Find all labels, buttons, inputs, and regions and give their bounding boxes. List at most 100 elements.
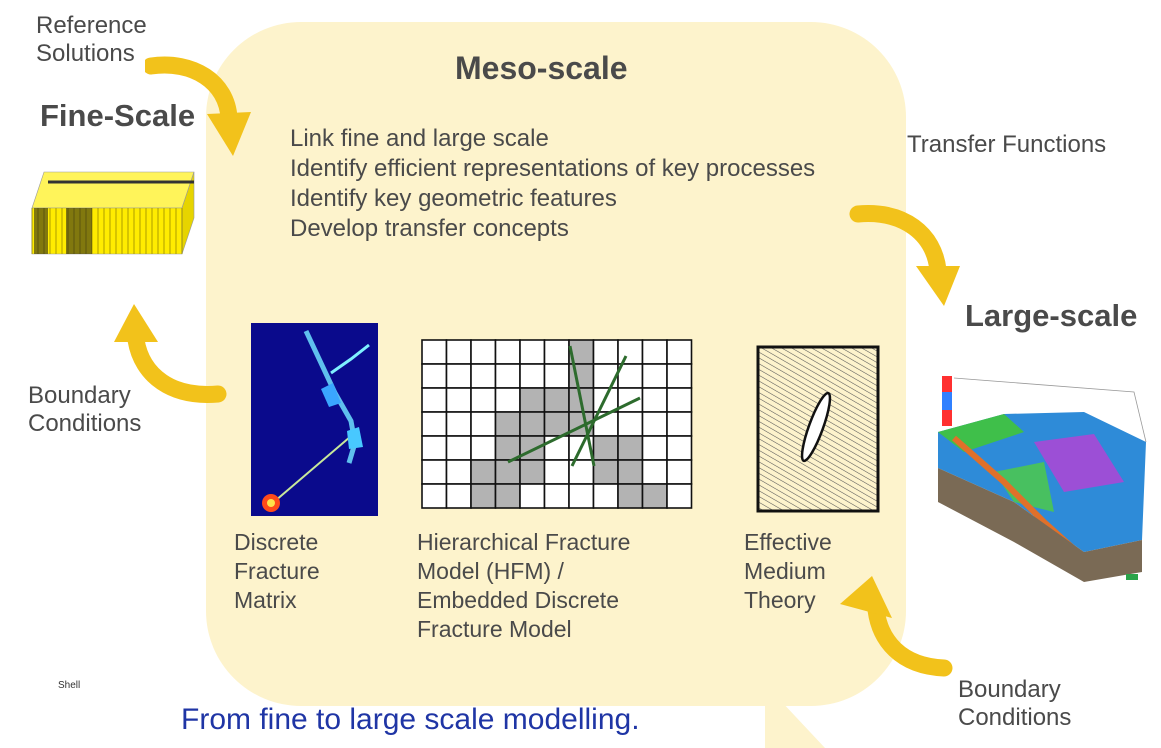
fine-scale-model-image — [31, 171, 195, 255]
fine-scale-title: Fine-Scale — [40, 98, 196, 133]
grid-cell — [470, 387, 497, 413]
transfer-functions-label: Transfer Functions — [907, 131, 1107, 158]
label-line: Boundary — [958, 676, 1061, 703]
grid-cell — [421, 411, 448, 437]
grid-cell — [641, 459, 668, 485]
grid-cell — [543, 387, 570, 413]
grid-cell — [470, 411, 497, 437]
grid-cell — [641, 411, 668, 437]
grid-cell — [617, 483, 644, 509]
reservoir-surface — [994, 462, 1054, 512]
grid-cell — [470, 363, 497, 389]
grid-cell — [445, 363, 472, 389]
fracture-line — [507, 396, 641, 464]
shell-logo-text: Shell — [58, 680, 81, 691]
method-caption-hfm: Hierarchical Fracture Model (HFM) / Embe… — [417, 528, 630, 644]
label-line: Solutions — [36, 40, 135, 67]
meso-scale-title: Meso-scale — [455, 50, 628, 86]
curved-arrow-icon — [145, 56, 251, 156]
caption-line: Fracture Model — [417, 616, 572, 642]
grid-cell — [617, 435, 644, 461]
grid-cell — [494, 411, 521, 437]
fracture-trace — [330, 343, 370, 375]
grid-cell — [568, 363, 595, 389]
grid-cell — [494, 483, 521, 509]
grid-cell — [617, 459, 644, 485]
grid-cell — [592, 339, 619, 365]
grid-cell — [494, 459, 521, 485]
meso-bullet: Link fine and large scale — [290, 125, 549, 152]
grid-cell — [641, 483, 668, 509]
color-legend — [942, 392, 952, 410]
grid-cell — [519, 339, 546, 365]
grid-cell — [666, 339, 693, 365]
grid-cell — [666, 435, 693, 461]
hfm-grid-cells — [421, 339, 693, 509]
footer-caption: From fine to large scale modelling. — [181, 703, 640, 736]
grid-cell — [421, 339, 448, 365]
fracture-line — [568, 345, 596, 467]
grid-cell — [592, 387, 619, 413]
grid-cell — [470, 459, 497, 485]
grid-cell — [421, 363, 448, 389]
grid-cell — [666, 459, 693, 485]
grid-cell — [592, 459, 619, 485]
grid-cell — [445, 459, 472, 485]
reservoir-side — [938, 468, 1142, 582]
caption-line: Medium — [744, 558, 826, 584]
grid-cell — [543, 363, 570, 389]
large-scale-model-image — [938, 376, 1147, 582]
large-scale-title: Large-scale — [965, 298, 1138, 333]
curved-arrow-icon — [114, 304, 227, 403]
grid-cell — [592, 483, 619, 509]
grid-cell — [666, 387, 693, 413]
grid-cell — [543, 459, 570, 485]
grid-cell — [592, 363, 619, 389]
grid-cell — [641, 363, 668, 389]
grid-cell — [519, 459, 546, 485]
grid-cell — [519, 483, 546, 509]
grid-cell — [494, 363, 521, 389]
grid-cell — [519, 411, 546, 437]
grid-cell — [592, 435, 619, 461]
meso-bullet: Identify key geometric features — [290, 185, 617, 212]
method-caption-dfm: Discrete Fracture Matrix — [234, 528, 320, 615]
grid-cell — [421, 483, 448, 509]
boundary-conditions-right-label: Boundary Conditions — [958, 676, 1071, 732]
method-caption-emt: Effective Medium Theory — [744, 528, 832, 615]
caption-line: Model (HFM) / — [417, 558, 564, 584]
emt-inclusion — [800, 391, 832, 463]
boundary-conditions-left-label: Boundary Conditions — [28, 382, 141, 438]
meso-bullet-list: Link fine and large scale Identify effic… — [290, 124, 815, 244]
grid-cell — [617, 339, 644, 365]
grid-cell — [617, 411, 644, 437]
meso-bullet: Identify efficient representations of ke… — [290, 155, 816, 182]
injector-core — [267, 499, 275, 507]
curved-arrow-icon — [849, 205, 960, 306]
block-dark-band — [66, 208, 92, 254]
fracture-trace — [274, 430, 358, 502]
caption-line: Embedded Discrete — [417, 587, 619, 613]
grid-cell — [641, 339, 668, 365]
reservoir-surface — [1034, 434, 1124, 492]
grid-cell — [666, 363, 693, 389]
grid-cell — [519, 387, 546, 413]
caption-line: Hierarchical Fracture — [417, 529, 631, 555]
grid-cell — [519, 363, 546, 389]
label-line: Conditions — [28, 410, 142, 437]
grid-cell — [421, 459, 448, 485]
block-front — [31, 207, 183, 255]
pressure-plume — [321, 383, 341, 407]
meso-bullet: Develop transfer concepts — [290, 215, 569, 242]
label-line: Boundary — [28, 382, 131, 409]
caption-line: Fracture — [234, 558, 320, 584]
curved-arrow-icon — [840, 576, 953, 677]
label-line: Reference — [36, 12, 147, 39]
grid-cell — [641, 435, 668, 461]
grid-cell — [543, 483, 570, 509]
grid-cell — [445, 387, 472, 413]
grid-cell — [445, 483, 472, 509]
hfm-grid-image — [421, 339, 693, 509]
grid-cell — [494, 435, 521, 461]
pressure-plume — [347, 427, 363, 449]
